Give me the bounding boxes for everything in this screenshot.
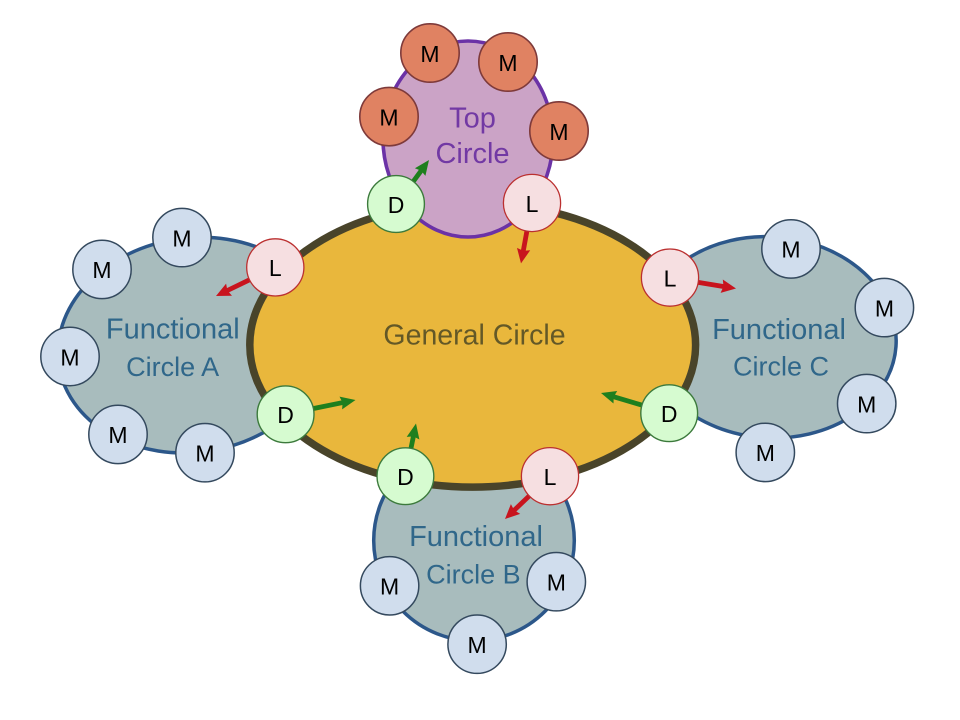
svg-text:M: M [781,237,800,263]
svg-text:M: M [195,441,214,467]
svg-text:Circle C: Circle C [733,351,829,381]
svg-text:Circle B: Circle B [426,559,521,589]
svg-text:M: M [60,344,79,370]
svg-text:M: M [380,574,399,600]
svg-text:D: D [388,192,405,218]
svg-text:Functional: Functional [712,314,846,346]
svg-text:L: L [544,464,557,490]
svg-text:M: M [857,391,876,417]
svg-text:Circle A: Circle A [126,352,219,382]
svg-text:M: M [875,295,894,321]
svg-text:Functional: Functional [409,521,543,553]
svg-text:General Circle: General Circle [383,320,565,352]
svg-text:Functional: Functional [106,314,240,346]
svg-text:L: L [526,191,539,217]
svg-text:M: M [92,257,111,283]
svg-text:Top: Top [449,102,496,134]
svg-text:M: M [172,225,191,251]
svg-text:Circle: Circle [435,138,509,170]
svg-text:D: D [397,464,414,490]
svg-text:M: M [468,632,487,658]
svg-text:L: L [664,265,677,291]
svg-text:M: M [108,422,127,448]
svg-text:D: D [277,402,294,428]
svg-text:M: M [756,440,775,466]
svg-text:M: M [420,41,439,67]
svg-text:M: M [379,104,398,130]
svg-text:M: M [498,50,517,76]
svg-text:M: M [549,119,568,145]
svg-text:L: L [269,255,282,281]
svg-text:D: D [661,401,678,427]
svg-text:M: M [547,570,566,596]
